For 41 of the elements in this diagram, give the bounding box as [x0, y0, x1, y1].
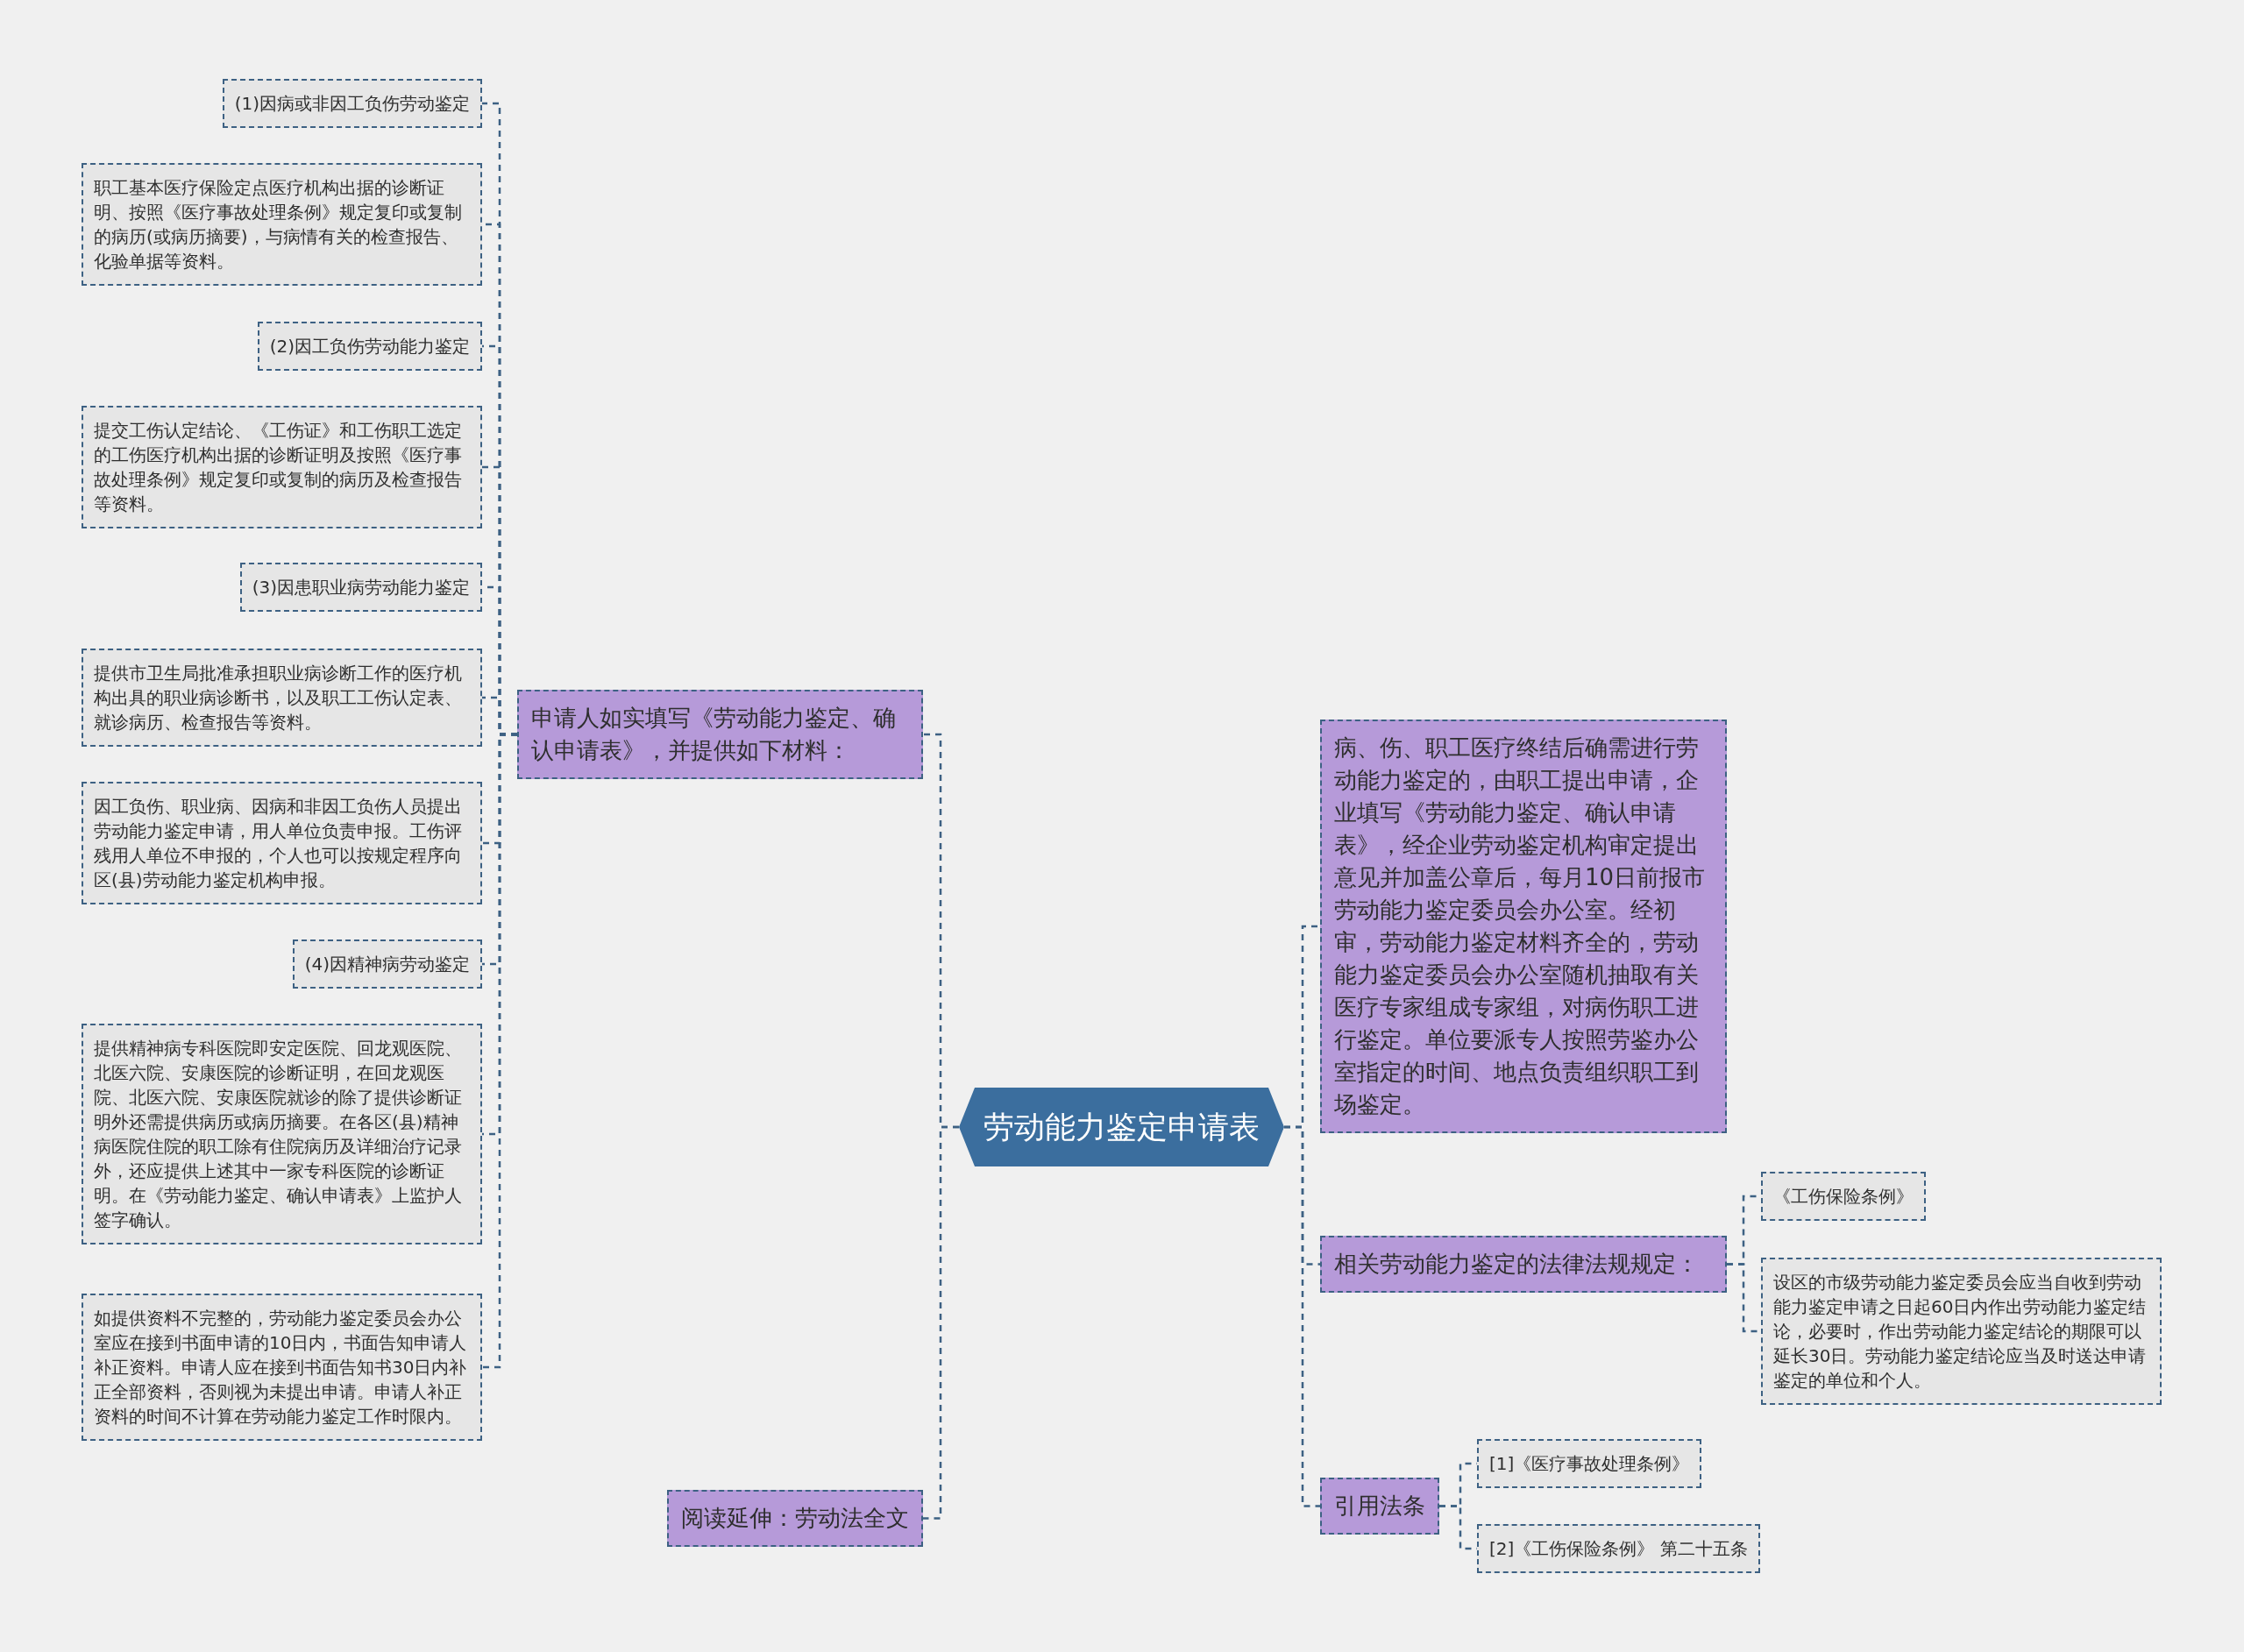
detail-text: 提供精神病专科医院即安定医院、回龙观医院、北医六院、安康医院的诊断证明，在回龙观医院、北医六院、安康医院就诊的除了提供诊断证明外还需提供病历或病历摘要。在各区(县)精神病医院住院的职工除有住院病历及详细治疗记录外，还应提供上述其中一家专科医院的诊断证明。在《劳动能力鉴定、确认申请表》上监护人签字确认。	[94, 1038, 462, 1230]
detail-box	[82, 1294, 482, 1441]
detail-text: 如提供资料不完整的，劳动能力鉴定委员会办公室应在接到书面申请的10日内，书面告知申请人补正资料。申请人应在接到书面告知书30日内补正全部资料，否则视为未提出申请。申请人补正资料的时间不计算在劳动能力鉴定工作时限内。	[94, 1308, 467, 1427]
detail-text: 职工基本医疗保险定点医疗机构出据的诊断证明、按照《医疗事故处理条例》规定复印或复制的病历(或病历摘要)，与病情有关的检查报告、化验单据等资料。	[94, 177, 462, 272]
topic-text: 申请人如实填写《劳动能力鉴定、确认申请表》，并提供如下材料：	[531, 705, 896, 763]
topic-box	[1320, 720, 1727, 1133]
detail-text: (1)因病或非因工负伤劳动鉴定	[234, 93, 470, 114]
detail-text: [1]《医疗事故处理条例》	[1489, 1453, 1690, 1474]
detail-text: 设区的市级劳动能力鉴定委员会应当自收到劳动能力鉴定申请之日起60日内作出劳动能力鉴定结论，必要时，作出劳动能力鉴定结论的期限可以延长30日。劳动能力鉴定结论应当及时送达申请鉴定的单位和个人。	[1773, 1272, 2147, 1391]
topic-box	[1320, 1477, 1439, 1535]
detail-text: (3)因患职业病劳动能力鉴定	[252, 577, 470, 598]
detail-text: 《工伤保险条例》	[1773, 1186, 1914, 1207]
detail-box	[82, 649, 482, 747]
detail-box	[82, 782, 482, 904]
detail-box	[1477, 1524, 1760, 1573]
detail-text: 提交工伤认定结论、《工伤证》和工伤职工选定的工伤医疗机构出据的诊断证明及按照《医疗事故处理条例》规定复印或复制的病历及检查报告等资料。	[94, 420, 462, 514]
topic-text: 相关劳动能力鉴定的法律法规规定：	[1334, 1250, 1699, 1277]
detail-box	[292, 939, 482, 989]
topic-box	[517, 690, 923, 779]
detail-box	[1761, 1258, 2162, 1405]
detail-text: 提供市卫生局批准承担职业病诊断工作的医疗机构出具的职业病诊断书，以及职工工伤认定表、就诊病历、检查报告等资料。	[94, 663, 462, 733]
detail-text: (4)因精神病劳动鉴定	[304, 954, 470, 975]
detail-box	[82, 406, 482, 528]
detail-text: 因工负伤、职业病、因病和非因工负伤人员提出劳动能力鉴定申请，用人单位负责申报。工伤评残用人单位不申报的，个人也可以按规定程序向区(县)劳动能力鉴定机构申报。	[94, 796, 462, 890]
central-topic-text: 劳动能力鉴定申请表	[984, 1108, 1260, 1146]
detail-box	[1761, 1172, 1926, 1221]
detail-text: [2]《工伤保险条例》 第二十五条	[1489, 1538, 1748, 1559]
topic-text: 阅读延伸：劳动法全文	[681, 1504, 909, 1531]
connector-line	[923, 1125, 959, 1520]
topic-text: 病、伤、职工医疗终结后确需进行劳动能力鉴定的，由职工提出申请，企业填写《劳动能力鉴定、确认申请表》，经企业劳动鉴定机构审定提出意见并加盖公章后，每月10日前报市劳动能力鉴定委员会办公室。经初审，劳动能力鉴定材料齐全的，劳动能力鉴定委员会办公室随机抽取有关医疗专家组成专家组，对病伤职工进行鉴定。单位要派专人按照劳鉴办公室指定的时间、地点负责组织职工到场鉴定。	[1334, 734, 1706, 1117]
topic-box	[667, 1489, 923, 1547]
topic-text: 引用法条	[1334, 1492, 1425, 1519]
detail-box	[222, 79, 482, 128]
detail-box	[1477, 1439, 1702, 1488]
detail-box	[257, 322, 482, 371]
detail-box	[239, 563, 482, 612]
detail-box	[82, 1024, 482, 1244]
detail-text: (2)因工负伤劳动能力鉴定	[269, 336, 470, 357]
connector-line	[1284, 1125, 1320, 1507]
detail-box	[82, 163, 482, 286]
topic-box	[1320, 1235, 1727, 1293]
